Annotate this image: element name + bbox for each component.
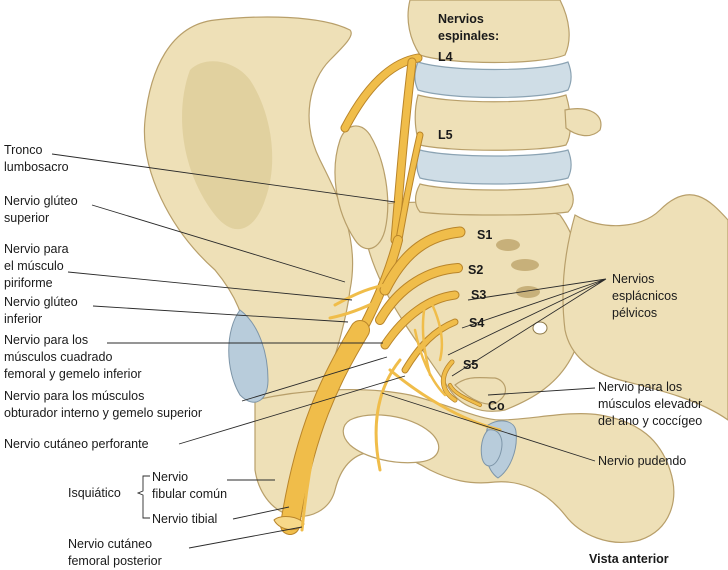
label-cutaneo-femoral-1: Nervio cutáneo: [68, 537, 152, 551]
sacral-foramen-2: [511, 259, 539, 271]
labels: Nervios espinales: L4 L5 S1 S2 S3 S4 S5 …: [4, 12, 702, 568]
label-s3: S3: [471, 288, 486, 302]
label-pudendo: Nervio pudendo: [598, 454, 686, 468]
iliac-fossa: [182, 61, 273, 230]
label-gluteo-superior-2: superior: [4, 211, 49, 225]
label-cuadrado-1: Nervio para los: [4, 333, 88, 347]
label-co: Co: [488, 399, 505, 413]
lumbar-spine: [407, 0, 602, 216]
pelvis-bones: [143, 16, 728, 543]
pubic-cartilage-right: [480, 429, 503, 467]
posterior-femoral-cutaneous-nerve: [300, 338, 347, 532]
obturator-foramen: [342, 414, 440, 464]
sacroiliac-joint: [334, 125, 389, 250]
sacral-foramen-3: [516, 286, 540, 298]
leader-gluteo-superior: [91, 204, 346, 283]
label-cutaneo-perforante: Nervio cutáneo perforante: [4, 437, 149, 451]
leader-pudendo: [381, 392, 596, 462]
label-esplacnicos-3: pélvicos: [612, 306, 657, 320]
label-elevador-3: del ano y coccígeo: [598, 414, 702, 428]
label-piriforme-1: Nervio para: [4, 242, 69, 256]
label-cutaneo-femoral-2: femoral posterior: [68, 554, 162, 568]
splanchnic-branches: [413, 298, 447, 397]
label-s5: S5: [463, 358, 478, 372]
nerve-plexus: [273, 53, 502, 535]
label-gluteo-inferior-1: Nervio glúteo: [4, 295, 78, 309]
leader-piriforme: [67, 271, 353, 301]
leader-tronco: [51, 153, 396, 203]
label-elevador-1: Nervio para los: [598, 380, 682, 394]
label-elevador-2: músculos elevador: [598, 397, 702, 411]
label-tronco-2: lumbosacro: [4, 160, 69, 174]
label-nervios-espinales-2: espinales:: [438, 29, 499, 43]
label-nervios-espinales-1: Nervios: [438, 12, 484, 26]
transverse-process: [564, 108, 602, 137]
label-tibial: Nervio tibial: [152, 512, 217, 526]
disc-l3-l4: [414, 61, 572, 99]
label-piriforme-3: piriforme: [4, 276, 53, 290]
label-l4: L4: [438, 50, 453, 64]
leader-esplacnicos: [447, 278, 607, 377]
leader-lines: [51, 153, 607, 549]
isquiatico-bracket: [136, 475, 150, 519]
label-s1: S1: [477, 228, 492, 242]
label-s4: S4: [469, 316, 484, 330]
label-s2: S2: [468, 263, 483, 277]
label-obturador-1: Nervio para los músculos: [4, 389, 144, 403]
label-piriforme-2: el músculo: [4, 259, 64, 273]
label-gluteo-inferior-2: inferior: [4, 312, 42, 326]
sacral-foramen-1: [496, 239, 520, 251]
label-vista-anterior: Vista anterior: [589, 552, 669, 566]
leader-cutaneo-perforante: [178, 375, 406, 445]
label-fibular-1: Nervio: [152, 470, 188, 484]
label-gluteo-superior-1: Nervio glúteo: [4, 194, 78, 208]
leader-elevador: [487, 387, 596, 396]
gluteal-nerves: [328, 283, 387, 320]
label-fibular-2: fibular común: [152, 487, 227, 501]
acetabulum-cartilage: [228, 309, 269, 403]
leader-gluteo-inferior: [92, 305, 349, 323]
label-cuadrado-3: femoral y gemelo inferior: [4, 367, 142, 381]
right-ilium: [562, 194, 728, 421]
label-esplacnicos-2: esplácnicos: [612, 289, 677, 303]
label-esplacnicos-1: Nervios: [612, 272, 654, 286]
leader-cutaneo-femoral: [188, 526, 303, 549]
coccyx: [454, 376, 507, 405]
sacral-foramen-4: [532, 321, 548, 335]
label-cuadrado-2: músculos cuadrado: [4, 350, 112, 364]
label-tronco-1: Tronco: [4, 143, 42, 157]
vertebra-l5: [414, 183, 574, 216]
label-isquiatico: Isquiático: [68, 486, 121, 500]
label-l5: L5: [438, 128, 453, 142]
leader-tibial: [232, 506, 290, 520]
leader-obturador: [241, 356, 388, 402]
label-obturador-2: obturador interno y gemelo superior: [4, 406, 202, 420]
vertebra-l3: [407, 0, 570, 64]
disc-l4-l5: [416, 149, 572, 185]
